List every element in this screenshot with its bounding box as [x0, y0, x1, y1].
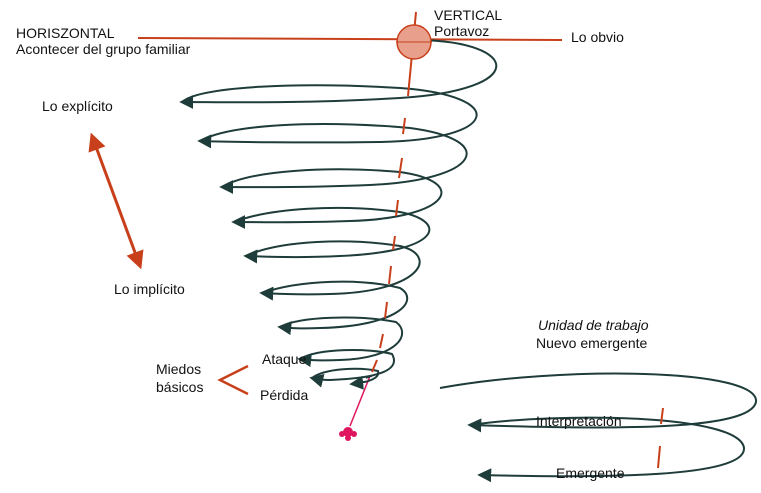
origin-seed-icon [339, 427, 357, 441]
horizontal-subtitle: Acontecer del grupo familiar [16, 41, 191, 57]
spiral-loop-7 [261, 280, 409, 336]
emergent-label: Emergente [556, 465, 625, 481]
attack-label: Ataque [262, 351, 307, 367]
vertical-subtitle: Portavoz [434, 23, 489, 39]
vertical-title: VERTICAL [434, 7, 502, 23]
explicit-implicit-arrow [88, 132, 144, 270]
explicit-label: Lo explícito [42, 98, 113, 114]
spiral-loop-4 [221, 168, 443, 230]
horizontal-title: HORISZONTAL [16, 25, 115, 41]
work-spiral-loop-2 [469, 416, 746, 483]
work-axis-mark-1 [660, 407, 664, 425]
spiral-loop-6 [245, 240, 421, 301]
spiral-loop-2 [181, 84, 478, 149]
spiral-loop-8 [279, 316, 404, 368]
origin-stem [349, 375, 371, 427]
horizontal-axis-line [137, 37, 563, 41]
vertical-axis [371, 11, 417, 373]
work-unit-title: Unidad de trabajo [538, 317, 649, 333]
new-emergent-label: Nuevo emergente [536, 335, 648, 351]
work-axis-mark-2 [657, 445, 661, 469]
implicit-label: Lo implícito [114, 281, 185, 297]
fears-label-line1: Miedos [156, 361, 201, 377]
work-spiral-loop-1 [439, 372, 758, 433]
spiral-loop-3 [199, 123, 468, 195]
origin-hook-icon [359, 375, 373, 383]
main-spiral [179, 39, 498, 390]
spiral-loop-9 [299, 349, 395, 388]
loss-label: Pérdida [260, 387, 308, 403]
spiral-loop-1 [179, 39, 498, 110]
basic-fears-bracket [217, 364, 249, 396]
fears-label-line2: básicos [156, 379, 203, 395]
work-unit-spiral [439, 372, 758, 483]
interpretation-label: Interpretación [536, 413, 622, 429]
spiral-loop-5 [233, 206, 431, 264]
obvious-label: Lo obvio [571, 29, 624, 45]
